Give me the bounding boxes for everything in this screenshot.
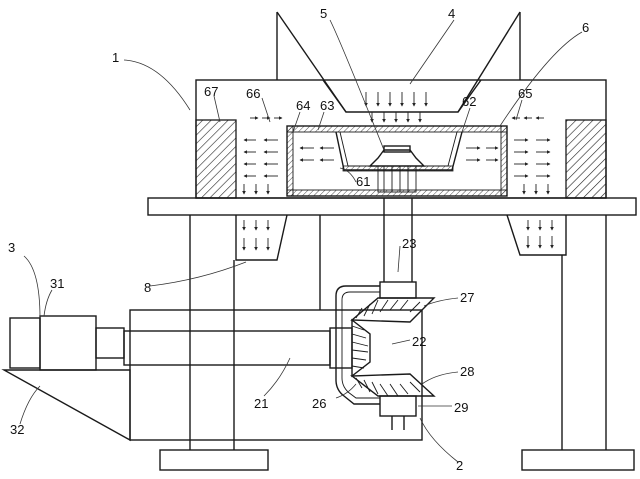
label-31: 31 (50, 276, 64, 291)
motor (1, 315, 131, 442)
hatched-wall-right (565, 119, 607, 199)
label-63: 63 (320, 98, 334, 113)
label-23: 23 (402, 236, 416, 251)
hatched-wall-left (195, 119, 237, 199)
label-67: 67 (204, 84, 218, 99)
gear-frame (335, 285, 380, 405)
bevel-gear-side (351, 318, 371, 378)
label-32: 32 (10, 422, 24, 437)
label-61: 61 (356, 174, 370, 189)
label-1: 1 (112, 50, 119, 65)
label-62: 62 (462, 94, 476, 109)
feed-hopper (276, 11, 521, 113)
bevel-gear-lower (350, 373, 436, 397)
discharge-chute-left (235, 214, 288, 261)
label-65: 65 (518, 86, 532, 101)
discharge-chute-right (506, 214, 567, 256)
label-29: 29 (454, 400, 468, 415)
flow-arrows (242, 92, 554, 251)
label-28: 28 (460, 364, 474, 379)
frame-plate (147, 197, 637, 216)
label-21: 21 (254, 396, 268, 411)
bevel-gear-upper (350, 297, 436, 323)
drum (286, 125, 508, 197)
label-3: 3 (8, 240, 15, 255)
bottom-bearing (379, 395, 417, 430)
label-4: 4 (448, 6, 455, 21)
label-27: 27 (460, 290, 474, 305)
label-26: 26 (312, 396, 326, 411)
label-64: 64 (296, 98, 310, 113)
label-2: 2 (456, 458, 463, 473)
leader-lines (19, 19, 583, 463)
label-8: 8 (144, 280, 151, 295)
label-6: 6 (582, 20, 589, 35)
label-5: 5 (320, 6, 327, 21)
labels: 1 2 3 4 5 6 8 21 22 23 26 27 28 29 31 32… (8, 6, 589, 473)
horizontal-shaft (123, 327, 353, 369)
frame-legs (159, 215, 635, 471)
label-22: 22 (412, 334, 426, 349)
label-66: 66 (246, 86, 260, 101)
